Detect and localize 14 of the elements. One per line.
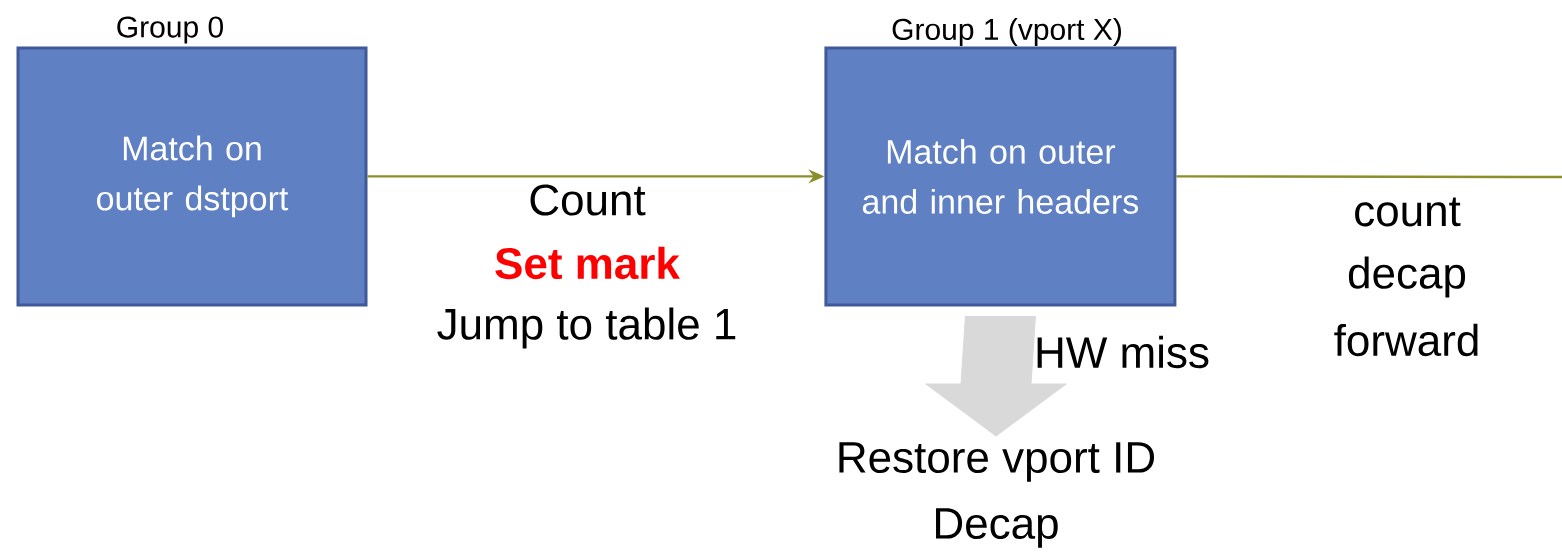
group-heading: Group 0 — [117, 16, 223, 44]
action-text: decap — [1348, 256, 1466, 298]
action-text: Decap — [936, 508, 1058, 548]
process-box: Match on outer dstport — [16, 46, 368, 307]
group-heading: Group 1 (vport X) — [892, 18, 1121, 46]
action-text: Count — [530, 184, 646, 216]
action-text: Jump to table 1 — [437, 307, 736, 349]
process-box: Match on outer and inner headers — [824, 46, 1177, 307]
block-arrow — [925, 315, 1067, 437]
action-text: Restore vport ID — [839, 442, 1155, 482]
action-text: Set mark — [495, 246, 680, 280]
action-text: count — [1355, 197, 1461, 227]
edge-label: HW miss — [1037, 335, 1209, 369]
action-text: forward — [1334, 323, 1478, 357]
